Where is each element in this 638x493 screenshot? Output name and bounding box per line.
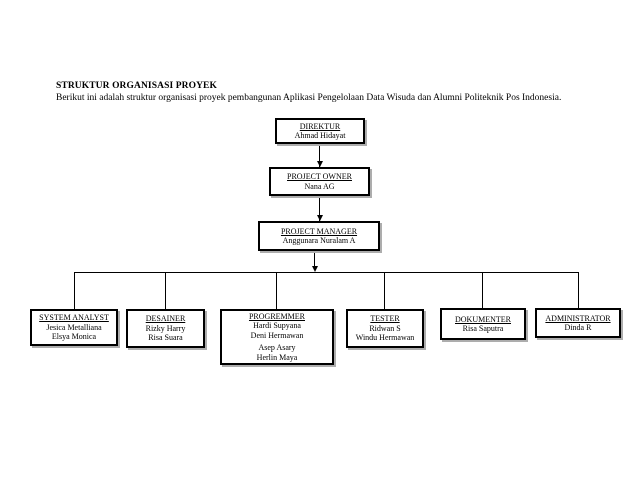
member-name: Dinda R bbox=[564, 323, 592, 332]
heading-block: STRUKTUR ORGANISASI PROYEK Berikut ini a… bbox=[56, 81, 561, 104]
org-box-progremmer: PROGREMMER Hardi Supyana Deni Hermawan A… bbox=[220, 309, 334, 365]
connector-drop-desainer bbox=[165, 273, 166, 310]
member-name: Ahmad Hidayat bbox=[294, 131, 346, 140]
role-label: DOKUMENTER bbox=[455, 314, 511, 324]
member-name: Asep Asary bbox=[258, 343, 296, 353]
role-label: SYSTEM ANALYST bbox=[39, 313, 109, 323]
role-label: TESTER bbox=[370, 314, 400, 324]
org-box-project-owner: PROJECT OWNER Nana AG bbox=[269, 167, 370, 196]
connector-manager-team bbox=[314, 251, 315, 268]
arrow-down-icon bbox=[312, 266, 318, 272]
org-box-system-analyst: SYSTEM ANALYST Jesica Metalliana Elsya M… bbox=[30, 309, 118, 346]
connector-drop-progremmer bbox=[276, 273, 277, 310]
page-title: STRUKTUR ORGANISASI PROYEK bbox=[56, 81, 217, 91]
role-label: ADMINISTRATOR bbox=[545, 313, 611, 323]
org-box-administrator: ADMINISTRATOR Dinda R bbox=[535, 308, 621, 338]
member-name: Risa Suara bbox=[148, 333, 183, 343]
org-box-project-manager: PROJECT MANAGER Anggunara Nuralam A bbox=[258, 221, 380, 251]
connector-drop-system-analyst bbox=[74, 273, 75, 310]
org-box-dokumenter: DOKUMENTER Risa Saputra bbox=[440, 308, 526, 340]
role-label: PROGREMMER bbox=[248, 311, 305, 321]
role-label: DIREKTUR bbox=[299, 121, 341, 131]
member-name: Elsya Monica bbox=[51, 332, 97, 342]
member-name: Risa Saputra bbox=[462, 324, 504, 333]
role-label: DESAINER bbox=[145, 314, 186, 324]
connector-owner-manager bbox=[319, 196, 320, 221]
member-name: Nana AG bbox=[304, 181, 335, 191]
connector-drop-administrator bbox=[578, 273, 579, 310]
arrow-down-icon bbox=[317, 215, 323, 221]
role-label: PROJECT MANAGER bbox=[280, 226, 358, 236]
member-name: Jesica Metalliana bbox=[46, 322, 102, 332]
member-name: Deni Hermawan bbox=[250, 330, 304, 340]
arrow-down-icon bbox=[317, 161, 323, 167]
connector-drop-dokumenter bbox=[482, 273, 483, 310]
connector-direktur-owner bbox=[319, 144, 320, 167]
org-box-desainer: DESAINER Rizky Harry Risa Suara bbox=[126, 309, 205, 348]
member-name: Ridwan S bbox=[369, 323, 401, 333]
page-subtitle: Berikut ini adalah struktur organisasi p… bbox=[56, 92, 562, 103]
role-label: PROJECT OWNER bbox=[287, 172, 352, 181]
org-box-tester: TESTER Ridwan S Windu Hermawan bbox=[346, 309, 424, 348]
member-name: Herlin Maya bbox=[256, 352, 298, 362]
connector-horizontal-bus bbox=[74, 272, 579, 273]
org-box-direktur: DIREKTUR Ahmad Hidayat bbox=[275, 118, 365, 144]
member-name: Anggunara Nuralam A bbox=[282, 236, 356, 245]
member-name: Hardi Supyana bbox=[253, 321, 301, 331]
member-name: Rizky Harry bbox=[145, 323, 186, 333]
connector-drop-tester bbox=[384, 273, 385, 310]
member-name: Windu Hermawan bbox=[355, 333, 415, 343]
